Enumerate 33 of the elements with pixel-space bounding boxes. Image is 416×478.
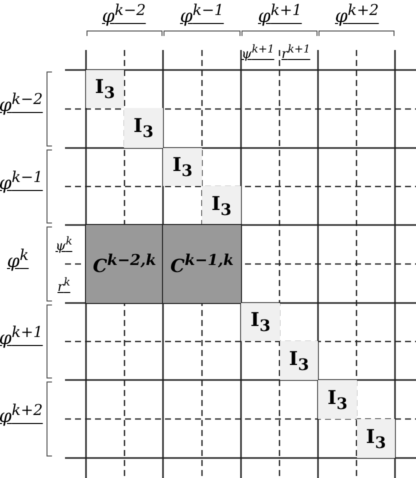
- matrix-entry: I$_{3}$: [366, 426, 386, 452]
- matrix-entry: I$_{3}$: [250, 309, 270, 335]
- matrix-entry: I$_{3}$: [172, 154, 192, 180]
- identity-cell: [318, 380, 357, 419]
- row-header: φ$^{k−2}$: [0, 92, 43, 114]
- matrix-entry: I$_{3}$: [212, 192, 232, 218]
- row-header: φ$^{k}$: [7, 248, 29, 270]
- row-header: φ$^{k+2}$: [0, 402, 43, 426]
- shaded-block: [163, 225, 241, 303]
- column-header: φ$^{k+2}$: [335, 2, 379, 26]
- identity-cell: [357, 419, 395, 458]
- matrix-entry: I$_{3}$: [134, 115, 154, 141]
- row-sublabel: ψ$^{k}$: [56, 237, 72, 254]
- row-header: φ$^{k+1}$: [0, 324, 43, 348]
- identity-cell: [86, 70, 124, 108]
- column-sublabel: ψ$^{k+1}$: [242, 45, 274, 62]
- identity-cell: [124, 108, 163, 148]
- column-sublabel: r$^{k+1}$: [282, 45, 310, 62]
- column-header: φ$^{k+1}$: [258, 2, 302, 26]
- identity-cell: [241, 303, 280, 341]
- row-sublabel: r$^{k}$: [58, 278, 70, 294]
- shaded-block: [86, 225, 163, 303]
- matrix-entry: C$^{k−2,k}$: [92, 251, 156, 277]
- identity-cell: [163, 148, 202, 186]
- row-header: φ$^{k−1}$: [0, 170, 43, 192]
- identity-cell: [280, 341, 318, 380]
- identity-cell: [202, 186, 241, 225]
- matrix-entry: C$^{k−1,k}$: [170, 251, 234, 277]
- column-header: φ$^{k−1}$: [180, 2, 224, 26]
- matrix-entry: I$_{3}$: [328, 386, 348, 412]
- matrix-entry: I$_{3}$: [95, 76, 115, 102]
- matrix-entry: I$_{3}$: [289, 348, 309, 374]
- column-header: φ$^{k−2}$: [102, 2, 146, 26]
